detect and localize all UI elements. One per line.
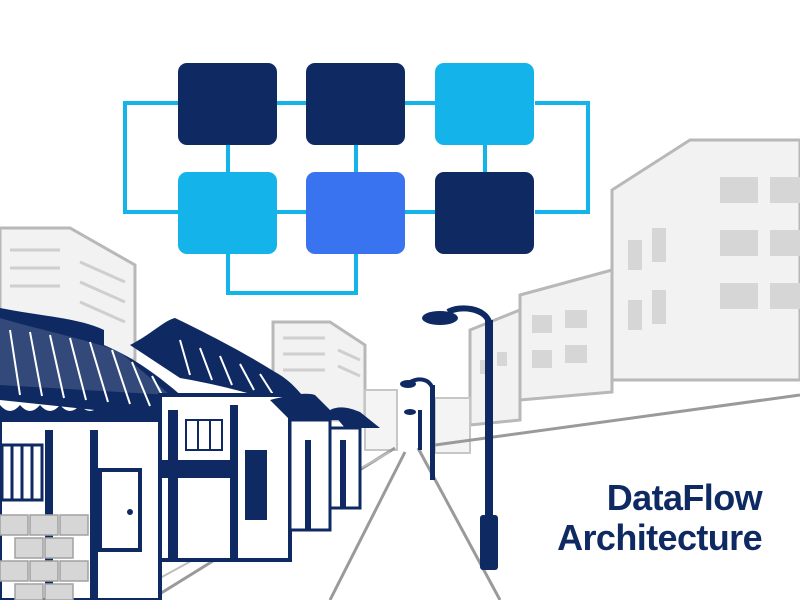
stone-wall <box>0 514 89 600</box>
grid-block <box>306 63 405 145</box>
building-windows-right <box>480 177 800 374</box>
grid-block <box>178 63 277 145</box>
building-windows-left <box>10 248 361 378</box>
caption-title: DataFlow Architecture <box>502 478 762 558</box>
caption-line-1: DataFlow <box>606 477 763 518</box>
street-lamps <box>400 305 498 570</box>
lattice-window <box>0 443 44 502</box>
dataflow-connectors <box>123 101 590 295</box>
lattice-window <box>185 419 223 451</box>
grid-block <box>178 172 277 254</box>
grid-block <box>435 172 534 254</box>
grid-block <box>306 172 405 254</box>
caption-line-2: Architecture <box>557 517 762 558</box>
grid-block <box>435 63 534 145</box>
dataflow-grid <box>178 63 534 254</box>
hanok-houses <box>0 308 380 600</box>
